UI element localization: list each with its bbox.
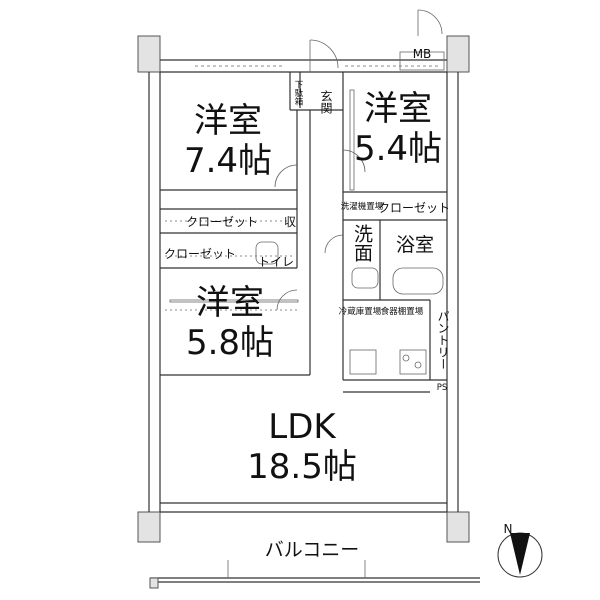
- closet-markings: [165, 220, 298, 311]
- room-ldk-name: LDK: [268, 407, 337, 447]
- toilet-label: トイレ: [258, 255, 294, 269]
- interior-walls: [160, 72, 447, 393]
- room-western-b-name: 洋室: [364, 89, 432, 129]
- fixtures: [169, 51, 445, 375]
- pantry-label: パントリー: [436, 310, 450, 370]
- shoe-storage-label: 下駄箱: [293, 80, 303, 106]
- balcony-label: バルコニー: [265, 539, 360, 561]
- room-western-c-name: 洋室: [196, 283, 264, 323]
- room-western-b-size: 5.4帖: [354, 129, 442, 169]
- bathroom-label: 浴室: [396, 234, 434, 256]
- closet-top-label: クローゼット: [186, 215, 258, 229]
- room-western-a-name: 洋室: [194, 101, 262, 141]
- north-arrow-icon: [497, 532, 543, 578]
- storage-label: 収: [284, 215, 296, 229]
- north-label: N: [504, 522, 513, 536]
- dish-space-label: 食器棚置場: [381, 306, 424, 317]
- room-western-c-size: 5.8帖: [186, 323, 274, 363]
- room-ldk-size: 18.5帖: [247, 447, 357, 487]
- fridge-space-label: 冷蔵庫置場: [339, 306, 382, 317]
- ps-label: PS: [437, 383, 448, 393]
- room-western-a-size: 7.4帖: [184, 141, 272, 181]
- washroom-label: 洗面: [351, 224, 373, 262]
- doors: [274, 9, 443, 311]
- mb-label: MB: [413, 47, 432, 61]
- entrance-label: 玄関: [319, 89, 333, 114]
- closet-right-label: クローゼット: [378, 201, 450, 215]
- outer-walls: [137, 35, 470, 543]
- balcony-area: [149, 560, 480, 589]
- washer-space-label: 洗濯機置場: [341, 201, 384, 212]
- closet-left-label: クローゼット: [164, 247, 236, 261]
